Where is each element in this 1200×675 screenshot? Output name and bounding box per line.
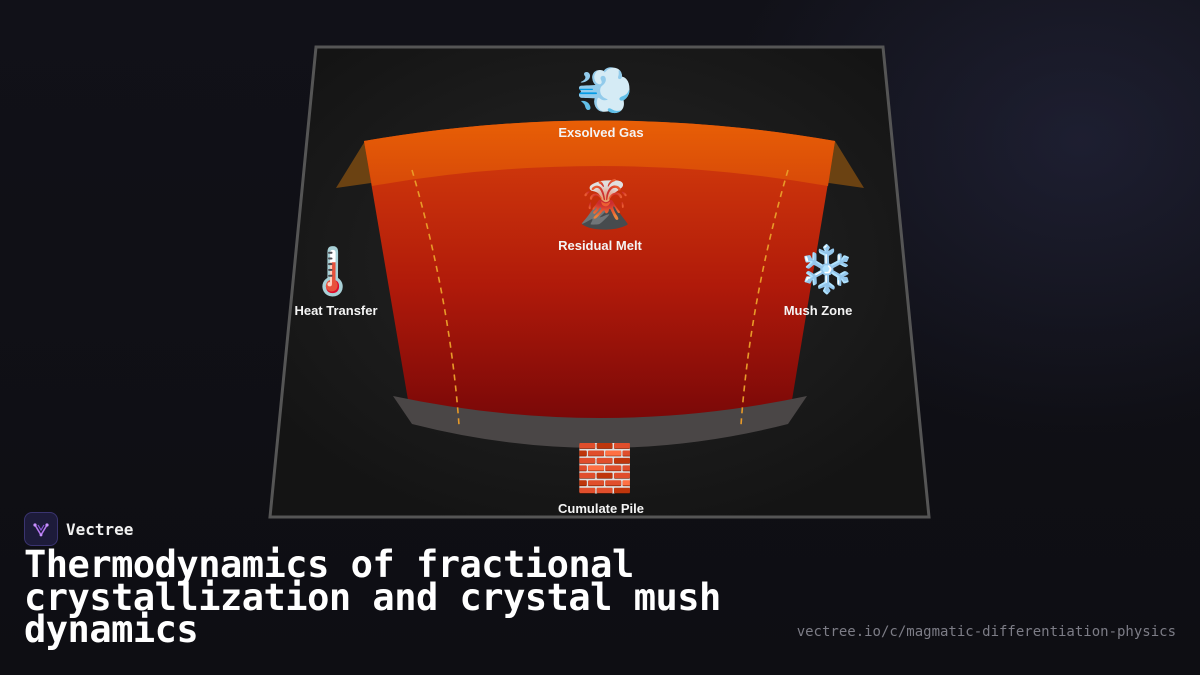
source-url[interactable]: vectree.io/c/magmatic-differentiation-ph…	[796, 624, 1176, 640]
exsolved-gas-layer	[364, 120, 835, 186]
brick-icon: 🧱	[576, 441, 633, 495]
volcano-icon: 🌋	[576, 177, 633, 231]
thermometer-icon: 🌡️	[304, 244, 361, 298]
exsolved-gas-label: Exsolved Gas	[558, 125, 643, 140]
exsolved-gas-icon: 💨	[576, 63, 633, 117]
heat-transfer-label: Heat Transfer	[294, 303, 377, 318]
brand: Vectree	[24, 512, 133, 546]
brand-name: Vectree	[66, 519, 134, 539]
vectree-logo-icon	[24, 512, 58, 546]
page-title: Thermodynamics of fractional crystalliza…	[24, 543, 721, 651]
mush-boundary-left	[411, 169, 460, 426]
cumulate-pile-layer	[393, 396, 807, 448]
mush-boundary-right	[740, 169, 789, 426]
residual-melt-body	[364, 120, 835, 420]
snowflake-icon: ❄️	[798, 242, 855, 296]
mush-zone-label: Mush Zone	[784, 303, 853, 318]
residual-melt-label: Residual Melt	[558, 238, 642, 253]
cumulate-pile-label: Cumulate Pile	[558, 501, 644, 516]
